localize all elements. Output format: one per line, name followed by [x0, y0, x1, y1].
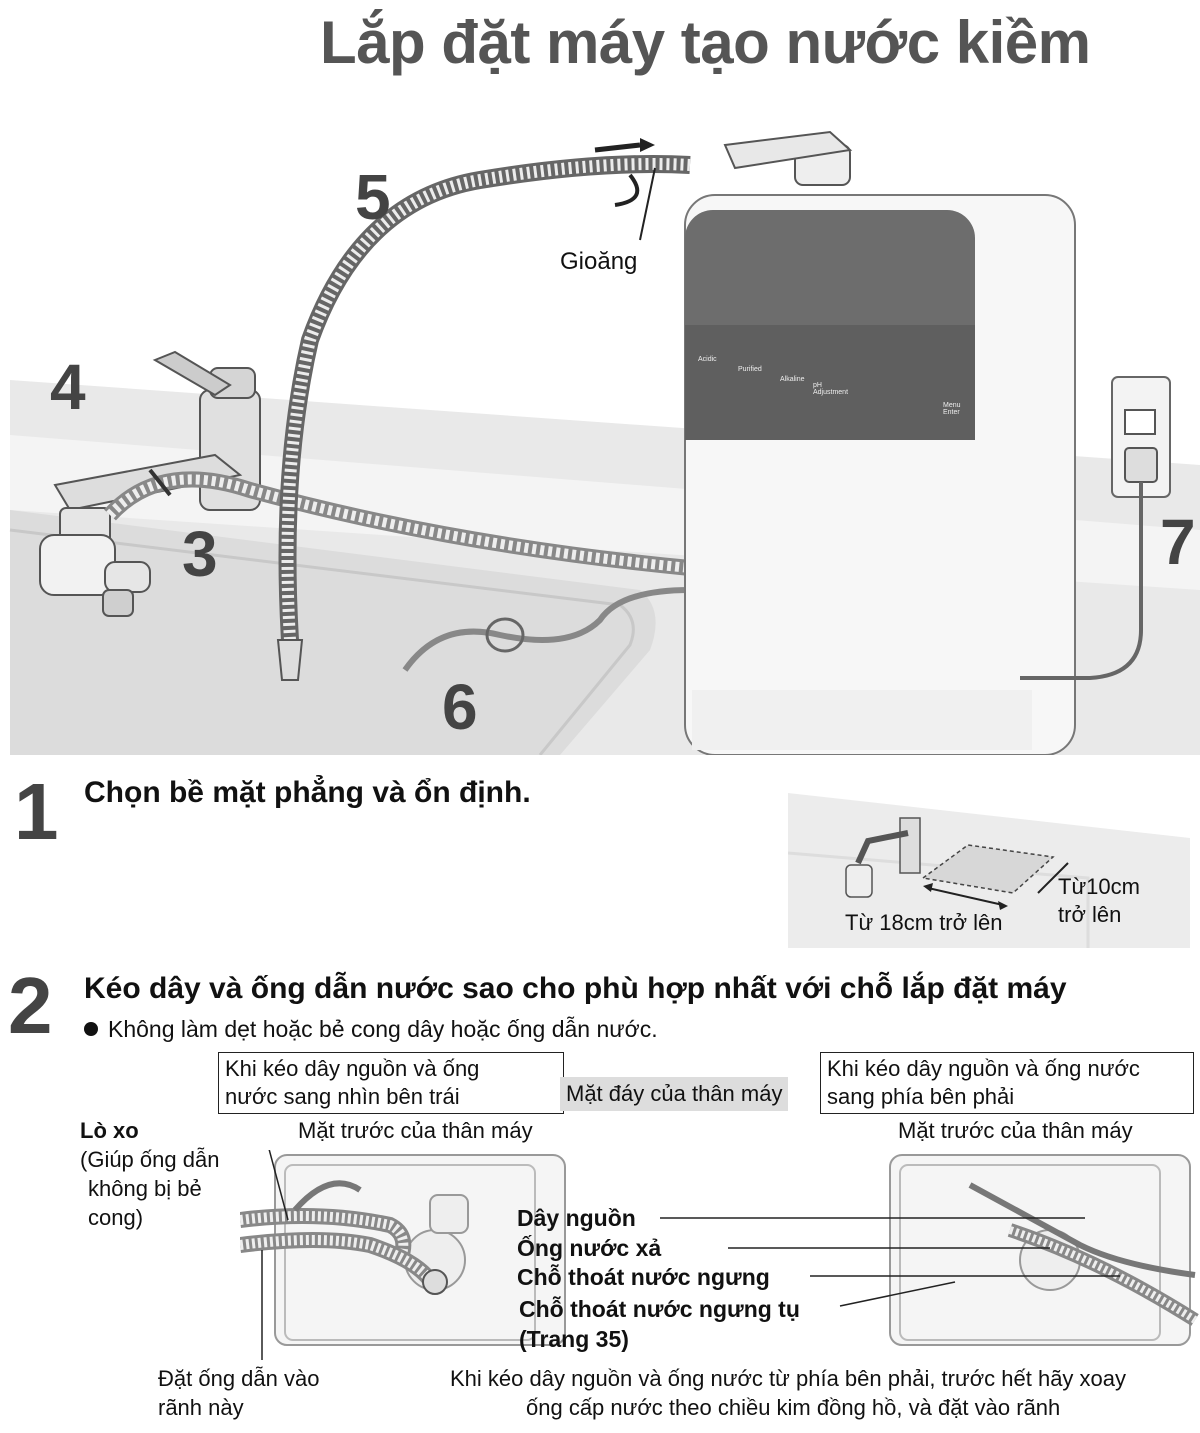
bottom-view-diagrams: [240, 1150, 1199, 1360]
label-condensate-outlet: Chỗ thoát nước ngưng: [517, 1264, 770, 1290]
spring-title: Lò xo: [80, 1118, 139, 1143]
front-label-left: Mặt trước của thân máy: [298, 1118, 533, 1143]
gasket-label: Gioăng: [560, 248, 638, 275]
installation-illustration: [9, 130, 1200, 755]
step-2-text: Kéo dây và ống dẫn nước sao cho phù hợp …: [84, 972, 1067, 1005]
right-box-line-2: sang phía bên phải: [827, 1084, 1015, 1109]
bullet-dot: [84, 1022, 98, 1036]
dim-depth-label-1: Từ10cm: [1058, 874, 1140, 899]
right-note-2: ống cấp nước theo chiều kim đồng hồ, và …: [526, 1395, 1061, 1420]
callout-4: 4: [50, 351, 86, 423]
spring-desc-2: không bị bẻ: [88, 1176, 202, 1201]
spring-desc-1: (Giúp ống dẫn: [80, 1147, 220, 1172]
page-title: Lắp đặt máy tạo nước kiềm: [320, 9, 1091, 76]
right-note-1: Khi kéo dây nguồn và ống nước từ phía bê…: [450, 1366, 1127, 1391]
groove-note-1: Đặt ống dẫn vào: [158, 1366, 320, 1391]
right-box: Khi kéo dây nguồn và ống nước sang phía …: [820, 1052, 1194, 1114]
callout-5: 5: [355, 161, 391, 233]
dim-depth-label-2: trở lên: [1058, 902, 1122, 927]
bullet-text: Không làm dẹt hoặc bẻ cong dây hoặc ống …: [108, 1016, 658, 1042]
callout-3: 3: [182, 518, 218, 590]
placement-diagram: [788, 793, 1190, 948]
right-box-line-1: Khi kéo dây nguồn và ống nước: [827, 1056, 1140, 1081]
left-box: Khi kéo dây nguồn và ống nước sang nhìn …: [218, 1052, 564, 1114]
left-box-line-1: Khi kéo dây nguồn và ống: [225, 1056, 480, 1081]
dim-width-label: Từ 18cm trở lên: [845, 910, 1003, 935]
spring-desc-3: cong): [88, 1205, 144, 1230]
panel-label-ph: pH Adjustment: [813, 382, 849, 396]
step-2-number: 2: [8, 961, 53, 1050]
panel-label-alkaline: Alkaline: [780, 376, 805, 383]
callout-6: 6: [442, 671, 478, 743]
control-panel: Acidic Purified Alkaline pH Adjustment M…: [688, 352, 978, 422]
left-box-line-2: nước sang nhìn bên trái: [225, 1084, 460, 1109]
groove-note-2: rãnh này: [158, 1395, 244, 1420]
panel-label-menu: Menu Enter: [943, 402, 961, 416]
label-power-cord: Dây nguồn: [517, 1205, 636, 1231]
label-drain-hose: Ống nước xả: [517, 1235, 662, 1261]
panel-label-acidic: Acidic: [698, 356, 717, 363]
callout-7: 7: [1160, 506, 1196, 578]
bottom-side-label: Mặt đáy của thân máy: [560, 1077, 789, 1111]
step-2-bullet: Không làm dẹt hoặc bẻ cong dây hoặc ống …: [84, 1016, 658, 1043]
step-1-number: 1: [14, 767, 59, 856]
step-1-text: Chọn bề mặt phẳng và ổn định.: [84, 776, 531, 809]
label-condensation-outlet: Chỗ thoát nước ngưng tụ: [519, 1296, 800, 1322]
front-label-right: Mặt trước của thân máy: [898, 1118, 1133, 1143]
label-page-ref: (Trang 35): [519, 1326, 629, 1352]
panel-label-purified: Purified: [738, 366, 762, 373]
